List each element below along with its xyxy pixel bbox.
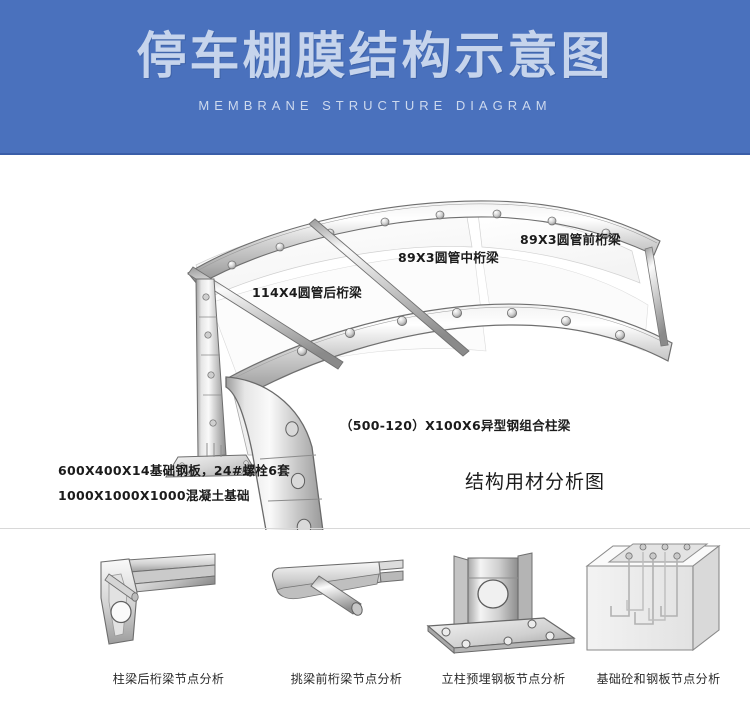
middle-round-tube bbox=[308, 218, 470, 357]
detail-item-cantilever-joint: 挑梁前桁梁节点分析 bbox=[253, 530, 440, 724]
carport-structure-illustration bbox=[165, 200, 673, 530]
label-foundation-concrete: 1000X1000X1000混凝土基础 bbox=[58, 488, 250, 503]
section-divider bbox=[0, 528, 750, 529]
label-column-beam: （500-120）X100X6异型钢组合柱梁 bbox=[340, 418, 571, 433]
main-diagram-area: 89X3圆管前桁梁 89X3圆管中桁梁 114X4圆管后桁梁 （500-120）… bbox=[0, 155, 750, 530]
detail-caption: 挑梁前桁梁节点分析 bbox=[290, 672, 403, 686]
front-edge-tube bbox=[644, 246, 669, 347]
rear-column bbox=[165, 278, 259, 478]
concrete-foundation-icon bbox=[585, 543, 721, 652]
detail-item-column-baseplate: 立柱预埋钢板节点分析 bbox=[410, 530, 597, 724]
label-rear-truss: 114X4圆管后桁梁 bbox=[252, 285, 362, 300]
detail-caption: 柱梁后桁梁节点分析 bbox=[112, 672, 225, 686]
column-baseplate-icon bbox=[426, 552, 576, 655]
page-subtitle: MEMBRANE STRUCTURE DIAGRAM bbox=[198, 98, 552, 113]
label-front-truss: 89X3圆管前桁梁 bbox=[520, 232, 621, 247]
detail-item-concrete-foundation: 基础砼和钢板节点分析 bbox=[565, 530, 750, 724]
corner-joint-icon bbox=[100, 553, 216, 645]
page-title: 停车棚膜结构示意图 bbox=[136, 27, 614, 85]
cantilever-joint-icon bbox=[271, 559, 404, 616]
detail-caption: 立柱预埋钢板节点分析 bbox=[441, 672, 566, 686]
detail-caption: 基础砼和钢板节点分析 bbox=[596, 672, 721, 686]
detail-item-corner-joint: 柱梁后桁梁节点分析 bbox=[75, 530, 262, 724]
section-caption: 结构用材分析图 bbox=[465, 471, 606, 493]
front-main-beam bbox=[225, 303, 673, 400]
main-composite-column bbox=[225, 376, 324, 530]
page-header: 停车棚膜结构示意图 MEMBRANE STRUCTURE DIAGRAM bbox=[0, 0, 750, 155]
label-foundation-plate: 600X400X14基础钢板，24#螺栓6套 bbox=[58, 463, 291, 478]
detail-strip: 柱梁后桁梁节点分析 bbox=[0, 530, 750, 724]
label-middle-truss: 89X3圆管中桁梁 bbox=[398, 250, 499, 265]
rear-round-tube bbox=[187, 266, 344, 370]
